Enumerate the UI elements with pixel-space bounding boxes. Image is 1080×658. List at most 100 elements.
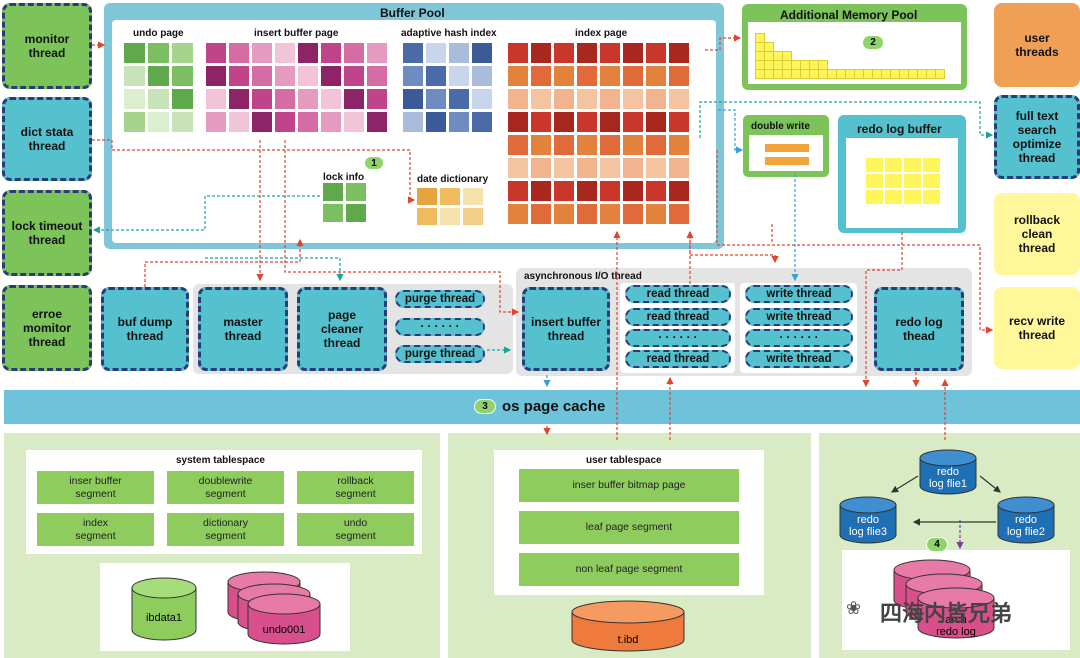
undo-page-cell: [124, 89, 145, 109]
write-thread-3: write thread: [745, 350, 853, 368]
redo-log-buffer-inner: [846, 138, 958, 228]
redo-log-thead: redo log thead: [874, 287, 964, 371]
index-page-cell: [554, 204, 574, 224]
redo-log-buffer-cell: [866, 158, 883, 172]
insert-buffer-page-cell: [344, 66, 364, 86]
index-page-cell: [531, 135, 551, 155]
insert-buffer-page-cell: [275, 43, 295, 63]
lock-info-label: lock info: [323, 172, 365, 183]
tibd-label: t.ibd: [617, 634, 639, 646]
adaptive-hash-index-cell: [449, 89, 469, 109]
memory-pool-cell: [782, 51, 792, 61]
redo-log-buffer-cell: [866, 190, 883, 204]
redo-log-buffer-cell: [866, 174, 883, 188]
adaptive-hash-index-cell: [426, 89, 446, 109]
index-page-cell: [554, 89, 574, 109]
index-page-cell: [669, 66, 689, 86]
memory-pool-cell: [818, 69, 828, 79]
memory-pool-cell: [827, 69, 837, 79]
full-text-search-optimize-thread: full text search optimize thread: [994, 95, 1080, 179]
write-thread-dots: · · · · · ·: [745, 329, 853, 347]
master-thread: master thread: [198, 287, 288, 371]
memory-pool-cell: [755, 42, 765, 52]
purge-thread-2: purge thread: [395, 345, 485, 363]
index-page-cell: [508, 43, 528, 63]
index-page-cell: [531, 204, 551, 224]
index-page-cell: [623, 204, 643, 224]
index-page-cell: [646, 135, 666, 155]
recv-write-thread: recv write thread: [994, 287, 1080, 369]
redo-log-buffer-cell: [885, 190, 902, 204]
insert-buffer-page-cell: [321, 89, 341, 109]
memory-pool-cell: [854, 69, 864, 79]
memory-pool-cell: [755, 51, 765, 61]
adaptive-hash-index-cell: [449, 43, 469, 63]
index-page-cell: [669, 158, 689, 178]
double-write-inner: [749, 135, 823, 171]
lock-info-cell: [346, 183, 366, 201]
index-page-cell: [508, 66, 528, 86]
memory-pool-cell: [755, 33, 765, 43]
memory-pool-cell: [935, 69, 945, 79]
async-io-title: asynchronous I/O thread: [524, 271, 642, 282]
inser-buffer-bitmap-page: inser buffer bitmap page: [519, 469, 739, 502]
insert-buffer-page-cell: [367, 66, 387, 86]
date-dictionary-cell: [440, 188, 460, 205]
undo-page-cell: [148, 43, 169, 63]
insert-buffer-page-cell: [206, 66, 226, 86]
system-tablespace-title: system tablespace: [176, 455, 265, 466]
index-page-cell: [531, 158, 551, 178]
ibdata1-label: ibdata1: [145, 612, 183, 624]
undo-page-cell: [148, 112, 169, 132]
insert-buffer-page-cell: [275, 66, 295, 86]
insert-buffer-page-cell: [206, 112, 226, 132]
redo-file-3-label: redo log flie3: [849, 514, 887, 538]
redo-log-buffer-cell: [904, 158, 921, 172]
leaf-page-segment: leaf page segment: [519, 511, 739, 544]
index-page-cell: [600, 66, 620, 86]
memory-pool-cell: [773, 60, 783, 70]
date-dictionary-cell: [417, 208, 437, 225]
memory-pool-cell: [863, 69, 873, 79]
read-thread-1: read thread: [625, 285, 731, 303]
index-page-cell: [508, 112, 528, 132]
undo-page-cell: [172, 66, 193, 86]
index-page-cell: [623, 112, 643, 132]
redo-log-buffer-cell: [885, 158, 902, 172]
memory-pool-cell: [800, 60, 810, 70]
inser-buffer-segment: inser buffer segment: [37, 471, 154, 504]
undo-page-cell: [148, 89, 169, 109]
index-page-cell: [531, 112, 551, 132]
insert-buffer-page-cell: [367, 89, 387, 109]
adaptive-hash-index-cell: [449, 66, 469, 86]
redo-log-buffer-cell: [904, 174, 921, 188]
insert-buffer-page-cell: [229, 112, 249, 132]
adaptive-hash-index-cell: [403, 89, 423, 109]
insert-buffer-page-cell: [206, 43, 226, 63]
adaptive-hash-index-cell: [449, 112, 469, 132]
memory-pool-cell: [809, 60, 819, 70]
index-page-cell: [646, 158, 666, 178]
insert-buffer-page-cell: [298, 66, 318, 86]
redo-log-buffer-cell: [923, 158, 940, 172]
insert-buffer-page-cell: [229, 66, 249, 86]
additional-memory-pool-title: Additional Memory Pool: [780, 8, 918, 22]
index-page-cell: [577, 89, 597, 109]
insert-buffer-page-label: insert buffer page: [254, 28, 339, 39]
insert-buffer-page-cell: [275, 89, 295, 109]
index-page-cell: [669, 204, 689, 224]
index-page-cell: [623, 43, 643, 63]
redo-log-buffer-cell: [904, 190, 921, 204]
index-page-cell: [623, 135, 643, 155]
badge-3: 3: [474, 399, 496, 414]
memory-pool-cell: [764, 42, 774, 52]
undo-page-cell: [148, 66, 169, 86]
adaptive-hash-index-cell: [472, 89, 492, 109]
index-page-cell: [508, 89, 528, 109]
index-page-cell: [623, 89, 643, 109]
memory-pool-cell: [890, 69, 900, 79]
os-page-cache: [4, 390, 1080, 424]
insert-buffer-page-cell: [344, 112, 364, 132]
insert-buffer-page-cell: [229, 89, 249, 109]
double-write-bar-2: [765, 157, 809, 165]
